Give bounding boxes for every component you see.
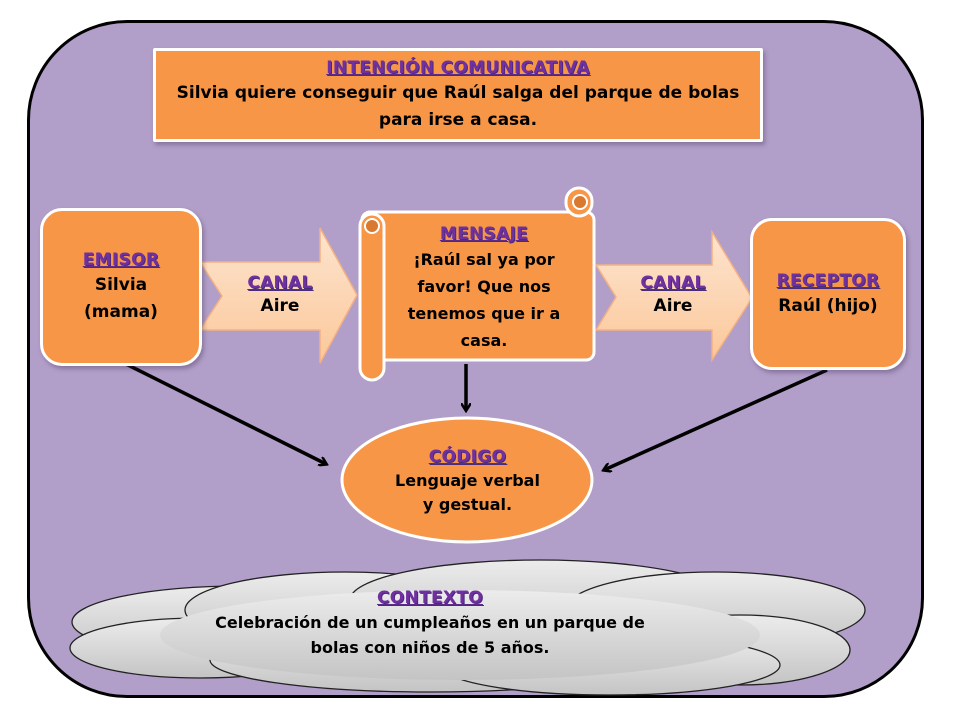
codigo-line-1: Lenguaje verbal xyxy=(395,471,540,490)
contexto-line-1: Celebración de un cumpleaños en un parqu… xyxy=(215,613,645,632)
emisor-line-1: Silvia xyxy=(94,275,148,295)
emisor-line-2: (mama) xyxy=(84,302,158,322)
intencion-box: INTENCIÓN COMUNICATIVA Silvia quiere con… xyxy=(153,48,763,142)
contexto-title: CONTEXTO xyxy=(377,588,483,608)
contexto-cloud xyxy=(69,559,866,696)
contexto-line-2: bolas con niños de 5 años. xyxy=(310,638,550,657)
mensaje-scroll xyxy=(358,186,596,382)
mensaje-line-2: favor! Que nos xyxy=(417,277,551,296)
contexto-label: CONTEXTO Celebración de un cumpleaños en… xyxy=(180,586,680,660)
emisor-title: EMISOR xyxy=(82,250,160,270)
mensaje-title: MENSAJE xyxy=(439,224,529,244)
codigo-label: CÓDIGO Lenguaje verbal y gestual. xyxy=(345,445,590,517)
mensaje-line-1: ¡Raúl sal ya por xyxy=(413,250,555,269)
connector-receptor-codigo xyxy=(604,368,828,470)
intencion-title: INTENCIÓN COMUNICATIVA xyxy=(326,58,590,78)
canal-right-title: CANAL xyxy=(640,273,706,293)
mensaje-line-4: casa. xyxy=(460,331,508,350)
connector-emisor-codigo xyxy=(121,360,326,464)
receptor-value: Raúl (hijo) xyxy=(778,295,878,316)
canal-left-arrow xyxy=(198,227,358,364)
canal-right-label: CANAL Aire xyxy=(623,272,723,318)
canal-right-arrow xyxy=(594,229,753,363)
receptor-box: RECEPTOR Raúl (hijo) xyxy=(750,218,906,370)
emisor-box: EMISOR Silvia (mama) xyxy=(40,208,202,366)
codigo-ellipse xyxy=(340,416,594,544)
mensaje-line-3: tenemos que ir a xyxy=(407,304,561,323)
canal-left-title: CANAL xyxy=(247,273,313,293)
intencion-line-2: para irse a casa. xyxy=(378,110,538,130)
canal-left-value: Aire xyxy=(260,296,300,316)
canal-right-value: Aire xyxy=(653,296,693,316)
mensaje-label: MENSAJE ¡Raúl sal ya por favor! Que nos … xyxy=(380,222,588,354)
codigo-line-2: y gestual. xyxy=(422,495,513,514)
canal-left-label: CANAL Aire xyxy=(230,272,330,318)
receptor-title: RECEPTOR xyxy=(776,270,880,291)
intencion-line-1: Silvia quiere conseguir que Raúl salga d… xyxy=(176,83,740,103)
codigo-title: CÓDIGO xyxy=(428,447,507,467)
